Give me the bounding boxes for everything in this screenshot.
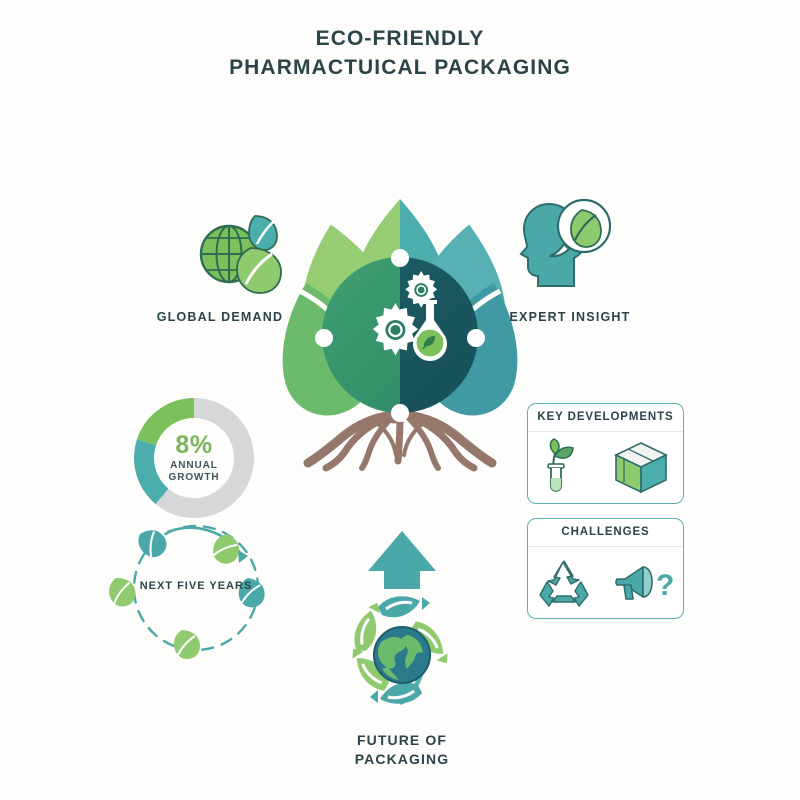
globe-leaf-icon [193,210,289,298]
recycle-icon [538,558,590,608]
global-demand-label: GLOBAL DEMAND [156,310,284,324]
page-title: ECO-FRIENDLY PHARMACTUICAL PACKAGING [0,24,800,82]
future-of-packaging-label: FUTURE OF PACKAGING [282,731,522,769]
emblem-node-dots [315,249,485,422]
panel-key-developments-body [528,432,683,504]
future-of-packaging-line-1: FUTURE OF [356,732,447,748]
megaphone-question-icon: ? [611,559,674,607]
page-title-line-2: PHARMACTUICAL PACKAGING [229,56,571,79]
gears-icon [372,271,438,356]
cycle-leaf [138,530,167,558]
leaf-large-icon [236,247,282,294]
globe-recycle-arrow-icon [316,527,488,723]
up-arrow-icon [368,531,436,589]
page-title-line-1: ECO-FRIENDLY [315,27,485,50]
cycle-leaf [109,577,136,607]
panel-key-developments-title: KEY DEVELOPMENTS [528,404,683,432]
head-thought-leaf-icon [518,192,616,288]
annual-growth-donut-chart: 8% ANNUAL GROWTH [128,392,260,524]
cycle-label: NEXT FIVE YEARS [139,580,253,592]
leaf-icon [570,209,602,248]
panel-challenges[interactable]: CHALLENGES [527,518,684,619]
donut-segment-teal [134,398,254,518]
panel-challenges-body: ? [528,547,683,619]
package-box-icon [613,441,670,495]
cycle-leaf [213,534,240,564]
future-of-packaging-line-2: PACKAGING [354,751,450,767]
donut-segment-green [134,398,254,518]
next-five-years-cycle: NEXT FIVE YEARS [109,516,282,660]
panel-challenges-title: CHALLENGES [528,519,683,547]
question-mark-glyph: ? [656,569,674,602]
cycle-leaf [174,630,200,659]
central-tree-emblem [270,95,530,472]
panel-key-developments[interactable]: KEY DEVELOPMENTS [527,403,684,504]
leaf-small-icon [248,215,278,251]
leaf-arrow-ring [352,596,448,706]
test-tube-plant-icon [541,438,587,496]
cycle-leaf [238,578,265,608]
flask-leaf-icon [413,300,447,361]
globe-icon [373,626,431,684]
expert-insight-label: EXPERT INSIGHT [509,310,631,324]
